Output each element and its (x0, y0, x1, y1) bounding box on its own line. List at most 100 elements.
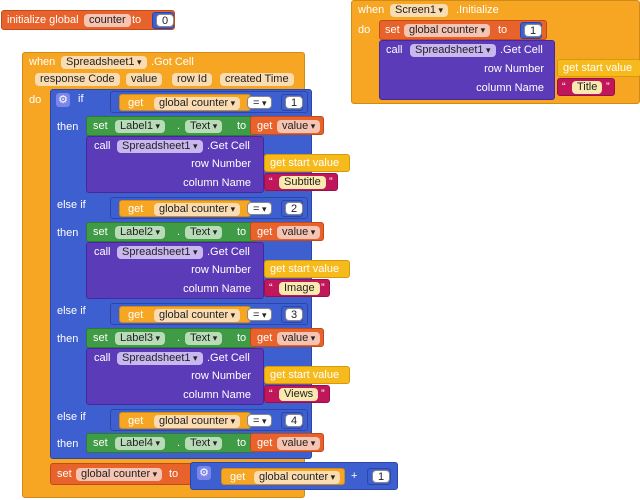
screen-row-value-block[interactable]: get start value (557, 59, 640, 77)
param-row-id[interactable]: row Id (172, 73, 212, 86)
screen-set-var-dropdown[interactable]: global counter (404, 24, 491, 37)
col-value-3[interactable]: Views (279, 388, 319, 401)
get-value-label-1: get (257, 120, 273, 132)
label-prop-dropdown-4[interactable]: Text (185, 437, 223, 450)
cond-value-4[interactable]: 4 (285, 414, 304, 427)
init-global-block[interactable]: initialize global counter to 0 (1, 10, 175, 30)
gear-icon[interactable]: ⚙ (56, 93, 70, 107)
cond-value-1[interactable]: 1 (285, 96, 304, 109)
getcell-call-block-3[interactable]: call Spreadsheet1 .Get Cell row Number c… (86, 348, 264, 405)
label-prop-dropdown-2[interactable]: Text (185, 226, 223, 239)
screen-component-dropdown[interactable]: Screen1 (390, 4, 449, 17)
label-component-dropdown-2[interactable]: Label2 (115, 226, 166, 239)
getcell-call-block-2[interactable]: call Spreadsheet1 .Get Cell row Number c… (86, 242, 264, 299)
get-label-1: get (128, 97, 144, 109)
get-counter-dropdown-3[interactable]: global counter (154, 309, 241, 322)
screen-sheet-dropdown[interactable]: Spreadsheet1 (410, 44, 496, 57)
final-number-block[interactable]: 1 (367, 468, 391, 485)
set-label-3: set (93, 332, 108, 344)
get-value-dropdown-2[interactable]: value (277, 226, 321, 239)
gear-icon[interactable]: ⚙ (197, 466, 211, 480)
row-value-3: get start value (270, 369, 340, 381)
sheet-dropdown-2[interactable]: Spreadsheet1 (117, 246, 203, 259)
row-value-1: get start value (270, 157, 340, 169)
eq-operator-3[interactable]: = (247, 308, 273, 321)
final-set-label: set (57, 468, 72, 480)
final-get-counter-block[interactable]: get global counter (221, 468, 345, 485)
get-counter-dropdown-2[interactable]: global counter (154, 203, 241, 216)
cond-value-3[interactable]: 3 (285, 308, 304, 321)
row-value-block-2[interactable]: get start value (264, 260, 350, 278)
screen-col-value[interactable]: Title (572, 81, 603, 94)
screen-set-block[interactable]: set global counter to 1 (379, 20, 547, 40)
init-label: initialize global (7, 14, 79, 26)
init-number-block[interactable]: 0 (152, 12, 175, 29)
label-prop-dropdown-1[interactable]: Text (185, 120, 223, 133)
row-value-block-1[interactable]: get start value (264, 154, 350, 172)
compare-block-1[interactable]: get global counter = 1 (110, 91, 308, 113)
final-set-block[interactable]: set global counter to (50, 463, 196, 485)
init-var-name[interactable]: counter (84, 14, 131, 27)
gotcell-do-label: do (29, 94, 42, 106)
label-prop-dropdown-3[interactable]: Text (185, 332, 223, 345)
param-created-time[interactable]: created Time (220, 73, 294, 86)
then-label-3: then (57, 333, 79, 345)
get-counter-block-4[interactable]: get global counter (119, 412, 251, 429)
number-block-4[interactable]: 4 (281, 412, 304, 429)
number-block-1[interactable]: 1 (281, 94, 304, 111)
getcell-call-block-1[interactable]: call Spreadsheet1 .Get Cell row Number c… (86, 136, 264, 193)
row-value-block-3[interactable]: get start value (264, 366, 350, 384)
compare-block-3[interactable]: get global counter = 3 (110, 303, 308, 325)
label-component-dropdown-4[interactable]: Label4 (115, 437, 166, 450)
get-value-block-4[interactable]: get value (250, 433, 324, 452)
col-value-block-2[interactable]: “ Image ” (264, 279, 330, 297)
col-value-block-3[interactable]: “ Views ” (264, 385, 330, 403)
get-counter-block-1[interactable]: get global counter (119, 94, 251, 111)
cond-value-2[interactable]: 2 (285, 202, 304, 215)
col-value-block-1[interactable]: “ Subtitle ” (264, 173, 338, 191)
sheet-dropdown-3[interactable]: Spreadsheet1 (117, 352, 203, 365)
screen-col-value-block[interactable]: “ Title ” (557, 78, 615, 96)
final-set-var-dropdown[interactable]: global counter (76, 468, 163, 481)
set-label-block-1[interactable]: set Label1 . Text to (86, 116, 256, 136)
eq-operator-4[interactable]: = (247, 414, 273, 427)
col-value-2[interactable]: Image (279, 282, 320, 295)
set-label-block-4[interactable]: set Label4 . Text to (86, 433, 256, 453)
eq-operator-2[interactable]: = (247, 202, 273, 215)
get-counter-block-2[interactable]: get global counter (119, 200, 251, 217)
number-block-3[interactable]: 3 (281, 306, 304, 323)
screen-number-value[interactable]: 1 (524, 24, 543, 37)
get-value-block-2[interactable]: get value (250, 222, 324, 241)
set-label-block-2[interactable]: set Label2 . Text to (86, 222, 256, 242)
init-number-value[interactable]: 0 (156, 14, 175, 27)
number-block-2[interactable]: 2 (281, 200, 304, 217)
param-value[interactable]: value (126, 73, 163, 86)
compare-block-2[interactable]: get global counter = 2 (110, 197, 308, 219)
final-number-value[interactable]: 1 (372, 470, 391, 483)
screen-method-label: .Get Cell (500, 44, 543, 56)
gotcell-component-dropdown[interactable]: Spreadsheet1 (61, 56, 147, 69)
screen-number-block[interactable]: 1 (520, 22, 543, 39)
get-value-dropdown-4[interactable]: value (277, 437, 321, 450)
screen-initialize-block[interactable]: when Screen1 .Initialize do set global c… (351, 0, 640, 104)
get-value-dropdown-1[interactable]: value (277, 120, 321, 133)
set-label-block-3[interactable]: set Label3 . Text to (86, 328, 256, 348)
quote-close-icon: ” (321, 282, 325, 294)
label-component-dropdown-1[interactable]: Label1 (115, 120, 166, 133)
screen-getcell-call-block[interactable]: call Spreadsheet1 .Get Cell row Number c… (379, 40, 555, 100)
get-counter-dropdown-1[interactable]: global counter (154, 97, 241, 110)
final-get-counter-dropdown[interactable]: global counter (254, 471, 341, 484)
get-label-3: get (128, 309, 144, 321)
compare-block-4[interactable]: get global counter = 4 (110, 409, 308, 431)
add-block[interactable]: ⚙ get global counter + 1 (190, 462, 398, 490)
get-value-block-1[interactable]: get value (250, 116, 324, 135)
param-response-code[interactable]: response Code (35, 73, 120, 86)
col-value-1[interactable]: Subtitle (279, 176, 326, 189)
label-component-dropdown-3[interactable]: Label3 (115, 332, 166, 345)
eq-operator-1[interactable]: = (247, 96, 273, 109)
sheet-dropdown-1[interactable]: Spreadsheet1 (117, 140, 203, 153)
get-value-block-3[interactable]: get value (250, 328, 324, 347)
get-counter-dropdown-4[interactable]: global counter (154, 415, 241, 428)
get-counter-block-3[interactable]: get global counter (119, 306, 251, 323)
get-value-dropdown-3[interactable]: value (277, 332, 321, 345)
